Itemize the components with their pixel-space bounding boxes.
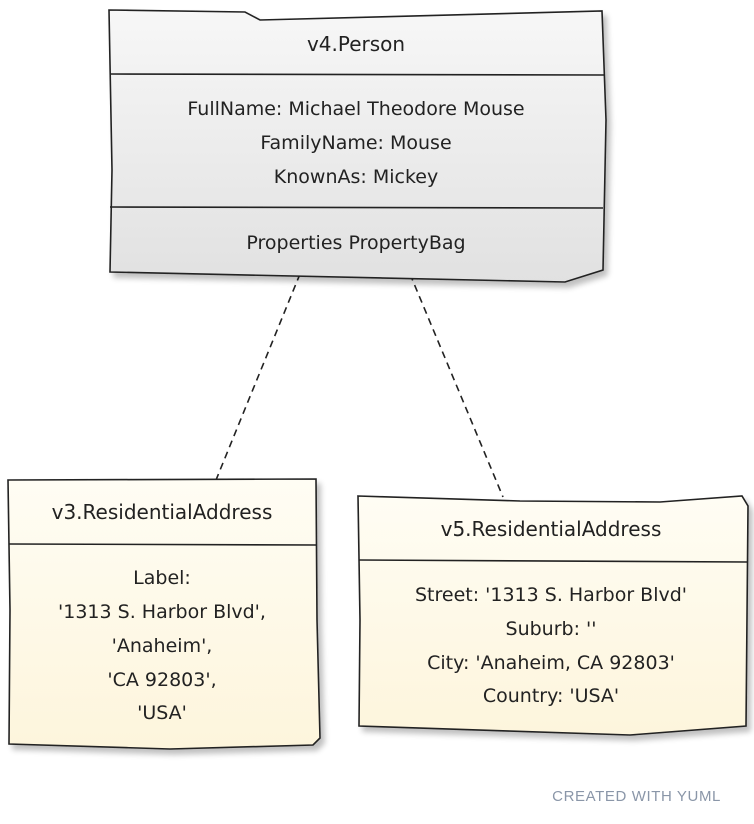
class-address-v5-box [357,495,749,736]
class-address-v3-divider [8,543,318,546]
class-person[interactable]: v4.Person FullName: Michael Theodore Mou… [108,9,607,283]
class-address-v5-attribute: Street: '1313 S. Harbor Blvd' [415,584,687,606]
dependency-line-person-to-v3 [215,273,301,481]
dependency-line-person-to-v5 [409,273,504,498]
connectors [215,273,504,498]
class-address-v3-attribute: Label: [133,567,191,589]
class-person-attribute: FamilyName: Mouse [260,132,451,154]
class-person-title: v4.Person [307,32,405,56]
class-person-divider-top [109,73,605,76]
class-address-v5-title: v5.ResidentialAddress [441,517,662,541]
class-address-v3-title: v3.ResidentialAddress [52,500,273,524]
class-address-v3-box [7,478,321,750]
class-person-divider-bottom [109,206,604,209]
class-address-v5-attribute: City: 'Anaheim, CA 92803' [427,652,675,674]
class-address-v3-attribute: '1313 S. Harbor Blvd', [58,601,266,623]
class-address-v3[interactable]: v3.ResidentialAddress Label: '1313 S. Ha… [7,478,321,750]
class-address-v5-attribute: Suburb: '' [506,618,597,640]
class-person-box [108,9,607,283]
class-person-attribute: KnownAs: Mickey [274,166,438,188]
class-person-attribute: FullName: Michael Theodore Mouse [187,98,524,120]
class-address-v5-attribute: Country: 'USA' [483,685,619,707]
class-person-method: Properties PropertyBag [246,232,465,254]
class-address-v5-divider [358,559,748,563]
class-address-v3-attribute: 'USA' [137,702,187,724]
class-address-v5[interactable]: v5.ResidentialAddress Street: '1313 S. H… [357,495,749,736]
yuml-watermark: CREATED WITH YUML [552,788,721,805]
class-address-v3-attribute: 'CA 92803', [107,669,216,691]
class-address-v3-attribute: 'Anaheim', [112,635,213,657]
